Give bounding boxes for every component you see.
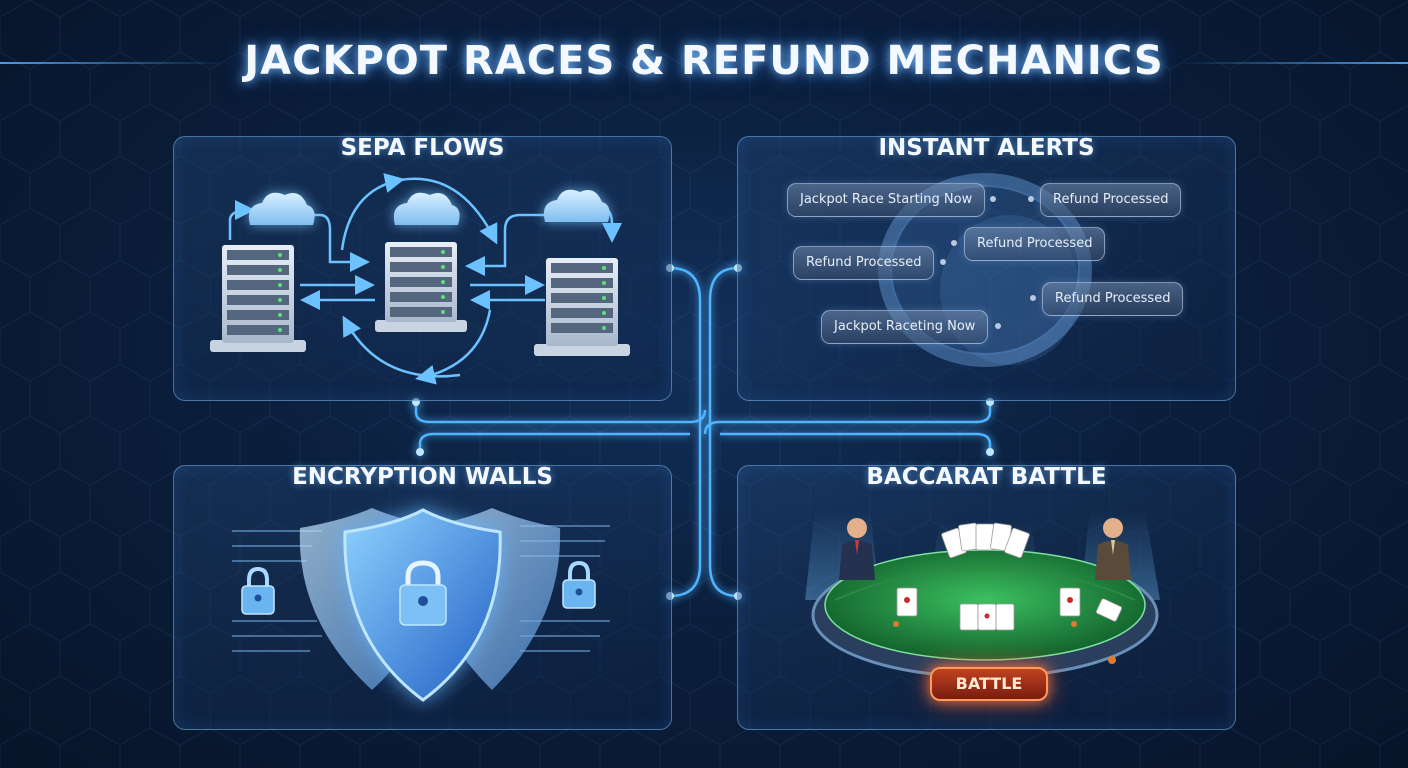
alert-refund-2: Refund Processed: [964, 227, 1106, 261]
alert-refund-4: Refund Processed: [1042, 282, 1184, 316]
alert-dot: [1028, 196, 1034, 202]
panel-title-encryption: ENCRYPTION WALLS: [292, 464, 553, 490]
page-title: JACKPOT RACES & REFUND MECHANICS: [244, 38, 1164, 84]
alert-dot: [951, 240, 957, 246]
battle-badge: BATTLE: [930, 667, 1048, 701]
alert-jackpot-raceting: Jackpot Raceting Now: [821, 310, 989, 344]
panel-title-alerts: INSTANT ALERTS: [878, 135, 1095, 161]
alert-dot: [995, 323, 1001, 329]
title-line-left: [0, 62, 230, 64]
panel-title-sepa: SEPA FLOWS: [340, 135, 505, 161]
alert-dot: [990, 196, 996, 202]
alert-dot: [1030, 295, 1036, 301]
alert-jackpot-starting: Jackpot Race Starting Now: [787, 183, 986, 217]
panel-title-baccarat: BACCARAT BATTLE: [866, 464, 1107, 490]
alert-refund-3: Refund Processed: [793, 246, 935, 280]
alert-dot: [940, 259, 946, 265]
title-line-right: [1178, 62, 1408, 64]
alert-refund-1: Refund Processed: [1040, 183, 1182, 217]
